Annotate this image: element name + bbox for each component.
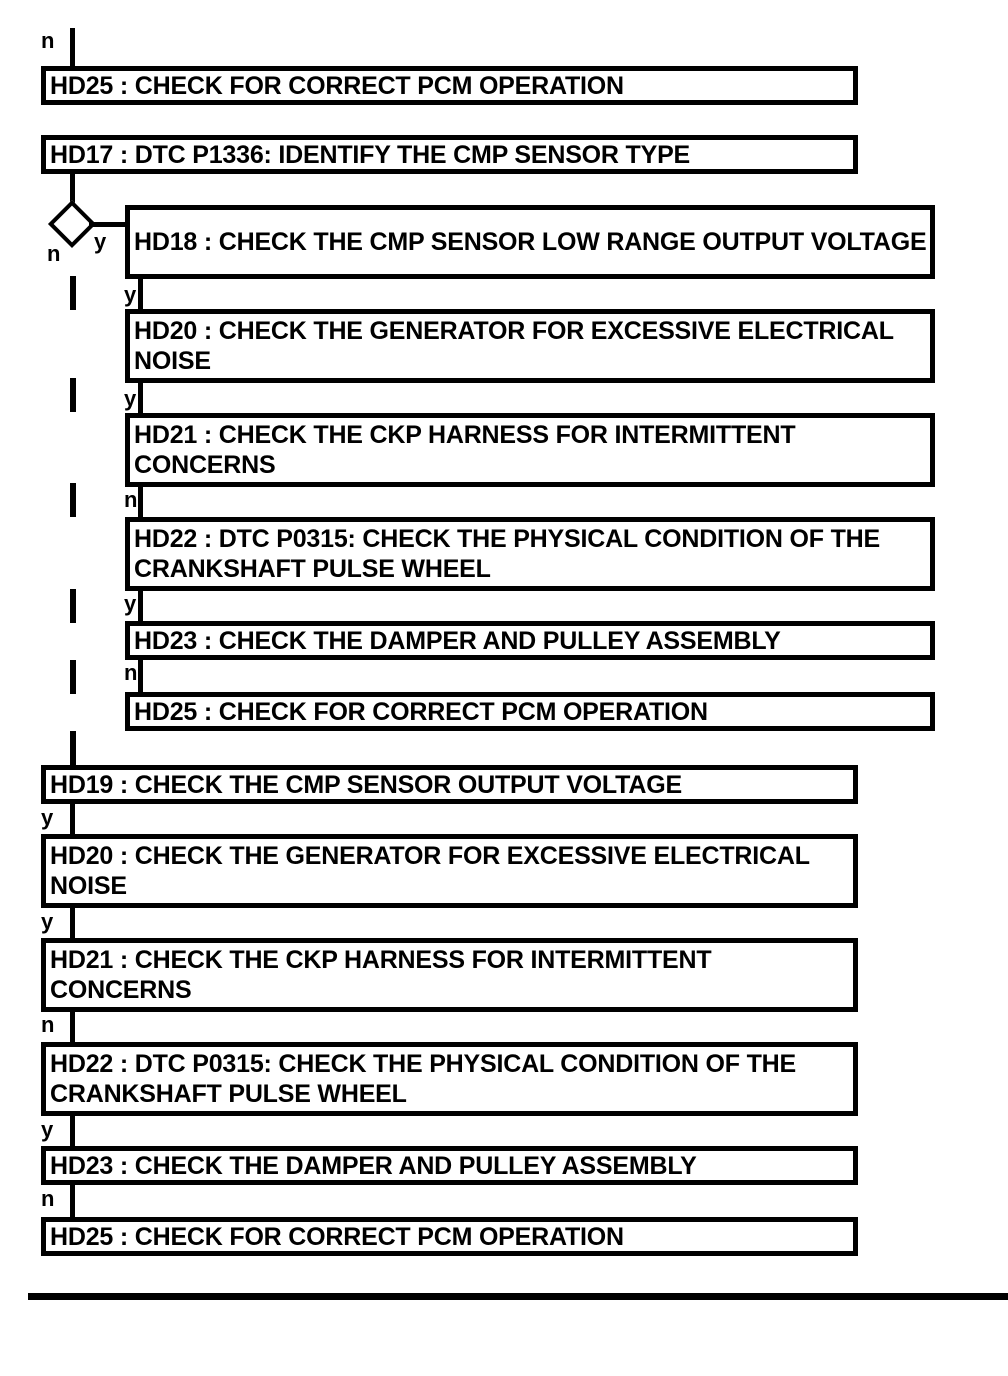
connector-top-into-hd25 <box>70 28 75 68</box>
node-hd17[interactable]: HD17 : DTC P1336: IDENTIFY THE CMP SENSO… <box>41 135 858 174</box>
node-hd23-nested-label: HD23 : CHECK THE DAMPER AND PULLEY ASSEM… <box>134 626 781 655</box>
branch-label-decision-n: n <box>47 241 61 266</box>
connector-hd19-to-hd20 <box>70 802 75 836</box>
branch-label-top-n: n <box>41 28 55 53</box>
branch-label-hd22-hd23-nested: y <box>124 591 137 616</box>
node-hd19[interactable]: HD19 : CHECK THE CMP SENSOR OUTPUT VOLTA… <box>41 765 858 804</box>
branch-label-hd18-hd20: y <box>124 282 137 307</box>
connector-no-branch-segment <box>70 378 76 412</box>
node-hd21-main-label: HD21 : CHECK THE CKP HARNESS FOR INTERMI… <box>50 946 712 1004</box>
connector-hd22-to-hd23-nested <box>138 589 143 623</box>
footer-divider <box>28 1293 1008 1300</box>
node-hd20-main[interactable]: HD20 : CHECK THE GENERATOR FOR EXCESSIVE… <box>41 834 858 908</box>
node-hd25-nested[interactable]: HD25 : CHECK FOR CORRECT PCM OPERATION <box>125 692 935 731</box>
node-hd21-nested-label: HD21 : CHECK THE CKP HARNESS FOR INTERMI… <box>134 421 796 479</box>
connector-no-branch-segment <box>70 589 76 623</box>
node-hd22-main[interactable]: HD22 : DTC P0315: CHECK THE PHYSICAL CON… <box>41 1042 858 1116</box>
node-hd19-label: HD19 : CHECK THE CMP SENSOR OUTPUT VOLTA… <box>50 770 682 799</box>
node-hd25-nested-label: HD25 : CHECK FOR CORRECT PCM OPERATION <box>134 697 708 726</box>
node-hd22-main-label: HD22 : DTC P0315: CHECK THE PHYSICAL CON… <box>50 1050 796 1108</box>
node-hd25-bottom-label: HD25 : CHECK FOR CORRECT PCM OPERATION <box>50 1222 624 1251</box>
connector-no-branch-segment <box>70 276 76 310</box>
node-hd25-top[interactable]: HD25 : CHECK FOR CORRECT PCM OPERATION <box>41 66 858 105</box>
connector-hd18-to-hd20 <box>138 277 143 311</box>
node-hd18-label: HD18 : CHECK THE CMP SENSOR LOW RANGE OU… <box>134 228 927 256</box>
node-hd21-nested[interactable]: HD21 : CHECK THE CKP HARNESS FOR INTERMI… <box>125 413 935 487</box>
connector-hd23-to-hd25-main <box>70 1183 75 1219</box>
branch-label-hd23-hd25-main: n <box>41 1186 55 1211</box>
connector-hd17-to-decision <box>70 172 75 208</box>
connector-decision-to-hd18 <box>89 222 129 227</box>
node-hd17-label: HD17 : DTC P1336: IDENTIFY THE CMP SENSO… <box>50 140 691 169</box>
node-hd22-nested-label: HD22 : DTC P0315: CHECK THE PHYSICAL CON… <box>134 525 880 583</box>
branch-label-hd21-hd22-nested: n <box>124 487 138 512</box>
node-hd23-main[interactable]: HD23 : CHECK THE DAMPER AND PULLEY ASSEM… <box>41 1146 858 1185</box>
connector-hd20-to-hd21-main <box>70 906 75 940</box>
connector-hd20-to-hd21-nested <box>138 381 143 415</box>
connector-hd23-to-hd25-nested <box>138 658 143 694</box>
connector-no-branch-segment <box>70 731 76 768</box>
connector-hd21-to-hd22-nested <box>138 485 143 519</box>
node-hd25-bottom[interactable]: HD25 : CHECK FOR CORRECT PCM OPERATION <box>41 1217 858 1256</box>
branch-label-hd21-hd22-main: n <box>41 1012 55 1037</box>
node-hd25-top-label: HD25 : CHECK FOR CORRECT PCM OPERATION <box>50 71 624 100</box>
node-hd23-main-label: HD23 : CHECK THE DAMPER AND PULLEY ASSEM… <box>50 1151 697 1180</box>
node-hd21-main[interactable]: HD21 : CHECK THE CKP HARNESS FOR INTERMI… <box>41 938 858 1012</box>
node-hd23-nested[interactable]: HD23 : CHECK THE DAMPER AND PULLEY ASSEM… <box>125 621 935 660</box>
branch-label-hd20-hd21-nested: y <box>124 386 137 411</box>
connector-hd21-to-hd22-main <box>70 1010 75 1044</box>
connector-hd22-to-hd23-main <box>70 1114 75 1148</box>
branch-label-decision-y: y <box>94 229 107 254</box>
branch-label-hd19-hd20: y <box>41 805 54 830</box>
node-hd20-nested-label: HD20 : CHECK THE GENERATOR FOR EXCESSIVE… <box>134 317 894 375</box>
connector-no-branch-segment <box>70 660 76 694</box>
connector-no-branch-segment <box>70 483 76 517</box>
branch-label-hd23-hd25-nested: n <box>124 660 138 685</box>
branch-label-hd20-hd21-main: y <box>41 909 54 934</box>
node-hd22-nested[interactable]: HD22 : DTC P0315: CHECK THE PHYSICAL CON… <box>125 517 935 591</box>
node-hd18[interactable]: HD18 : CHECK THE CMP SENSOR LOW RANGE OU… <box>125 205 935 279</box>
node-hd20-nested[interactable]: HD20 : CHECK THE GENERATOR FOR EXCESSIVE… <box>125 309 935 383</box>
branch-label-hd22-hd23-main: y <box>41 1117 54 1142</box>
node-hd20-main-label: HD20 : CHECK THE GENERATOR FOR EXCESSIVE… <box>50 842 810 900</box>
